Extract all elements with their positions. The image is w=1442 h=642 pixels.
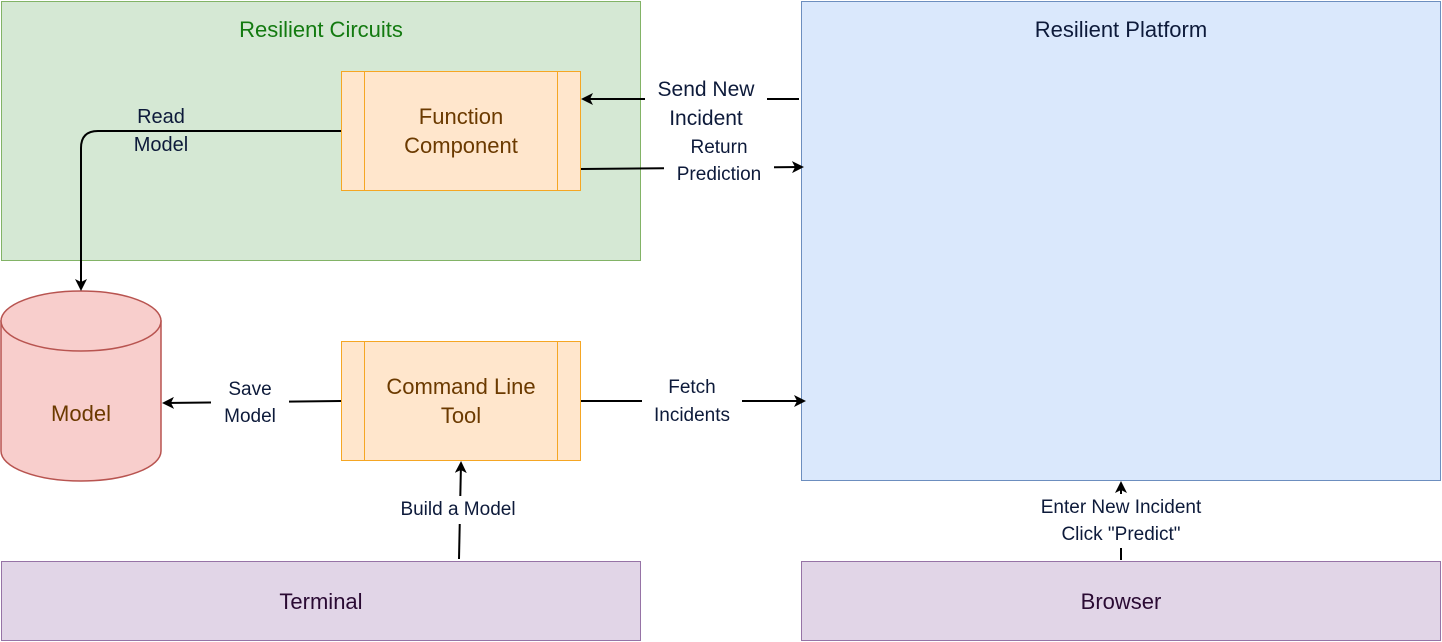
browser-node: Browser <box>801 561 1441 641</box>
browser-label: Browser <box>1080 588 1162 614</box>
terminal-node: Terminal <box>1 561 641 641</box>
read-model-edge <box>75 130 341 291</box>
terminal-label: Terminal <box>279 588 363 614</box>
resilient-platform-label: Resilient Platform <box>1034 17 1208 42</box>
model-label: Model <box>51 401 111 426</box>
build-a-model-label: Build a Model <box>383 496 533 524</box>
resilient-circuits-label: Resilient Circuits <box>239 17 403 42</box>
resilient-platform-container: Resilient Platform <box>801 1 1441 481</box>
model-database-icon <box>0 290 162 482</box>
